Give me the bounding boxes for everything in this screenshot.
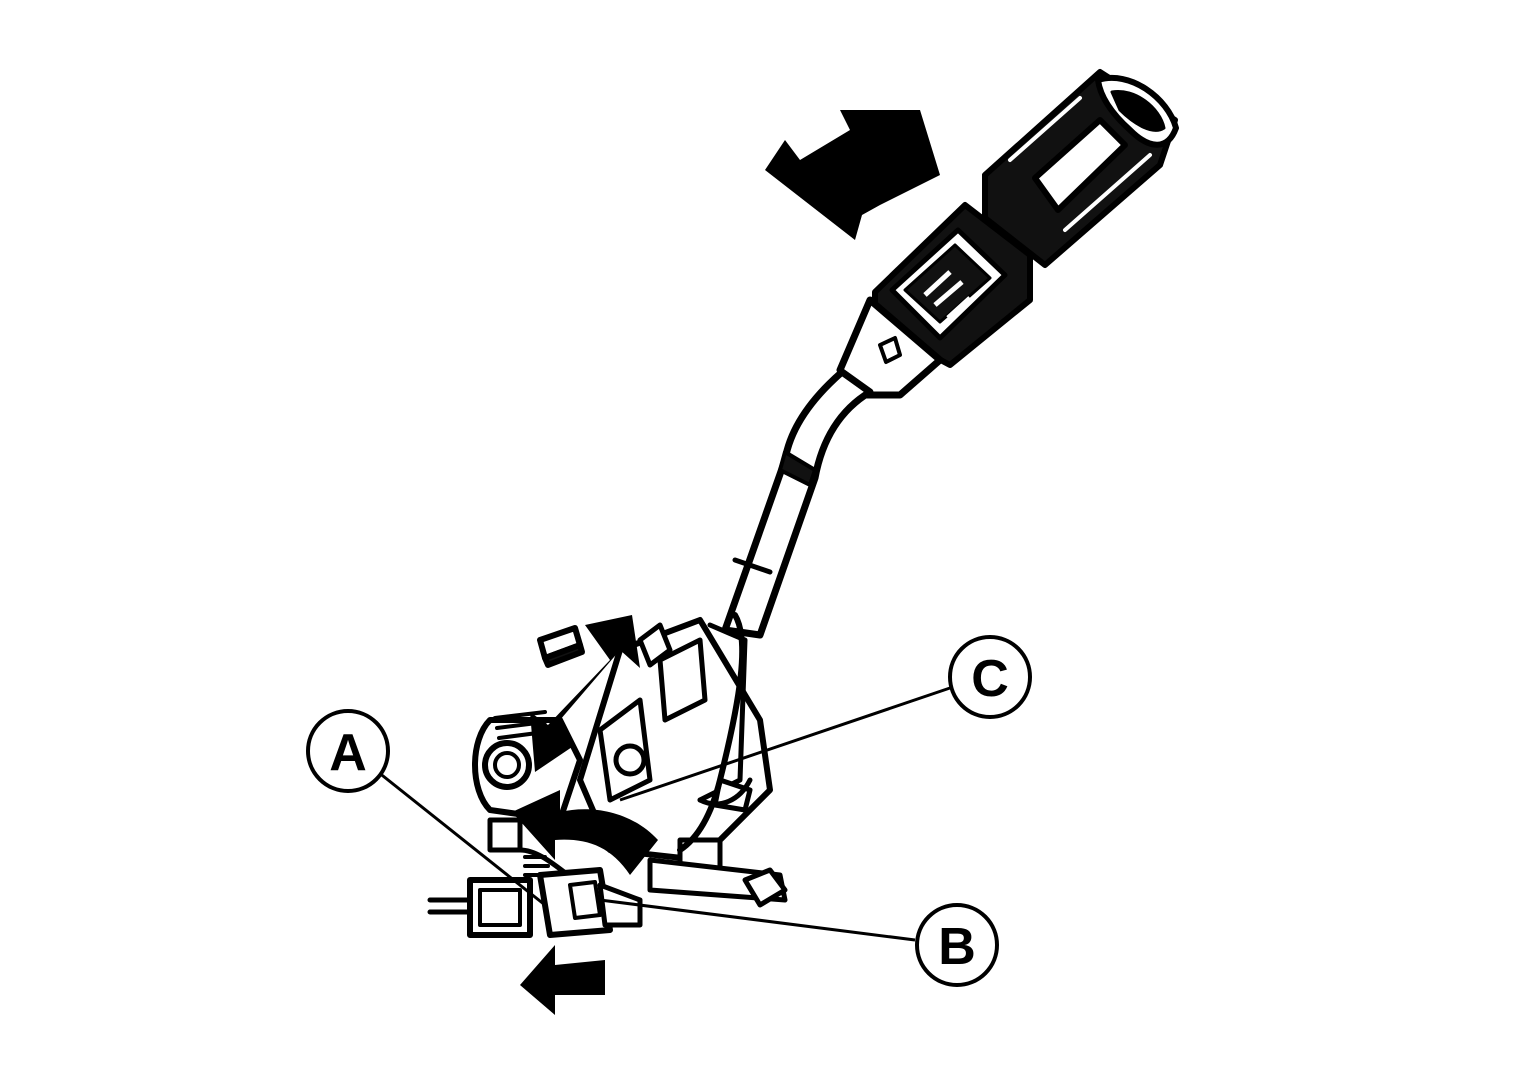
- release-arrow: [520, 945, 605, 1015]
- callout-b: B: [915, 903, 999, 987]
- callout-a-label: A: [329, 724, 367, 782]
- rotation-arrow: [512, 790, 658, 875]
- lever-travel-arrow: [530, 615, 640, 772]
- leader-c: [619, 686, 951, 802]
- callout-a: A: [306, 709, 390, 793]
- callout-b-label: B: [938, 918, 976, 976]
- base-tab: [537, 625, 585, 668]
- lever-shaft: [721, 368, 874, 639]
- leader-a: [377, 770, 546, 907]
- knob-boot: [836, 296, 944, 399]
- leader-b: [599, 898, 916, 942]
- callout-c-label: C: [971, 650, 1009, 708]
- shift-knob: [982, 69, 1179, 268]
- shifter-base: [427, 612, 788, 938]
- motion-arrows: [512, 110, 940, 1015]
- callout-c: C: [948, 635, 1032, 719]
- knob-push-pull-arrow: [765, 110, 940, 240]
- leader-lines: [377, 686, 951, 942]
